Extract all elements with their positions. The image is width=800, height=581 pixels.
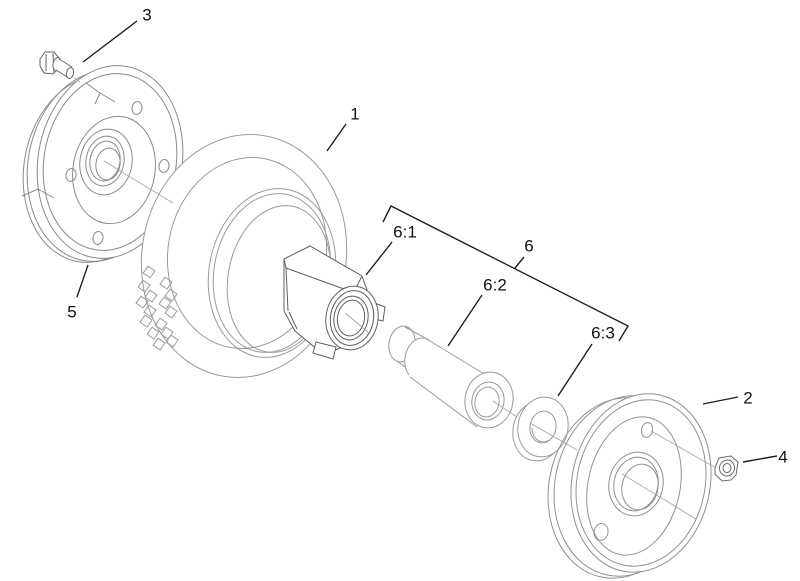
leader-5 xyxy=(76,264,89,298)
callout-label-3: 3 xyxy=(142,5,152,25)
wheel-centerline xyxy=(621,473,697,520)
callout-label-6-1: 6:1 xyxy=(393,222,417,242)
leader-2 xyxy=(702,396,739,405)
callout-label-4: 4 xyxy=(778,447,788,467)
tread-diamond xyxy=(146,326,160,340)
hub-gusset-rib-left xyxy=(21,188,55,199)
part-wheel-half-right xyxy=(547,393,717,579)
part-spacer-sleeve xyxy=(388,325,518,429)
tread-diamond xyxy=(152,337,166,351)
nut-face-ring xyxy=(718,459,736,477)
callout-label-6-2: 6:2 xyxy=(483,275,507,295)
tread-diamond xyxy=(164,305,178,319)
wheel-bore-outer xyxy=(608,451,664,517)
washer-bore-far-edge xyxy=(531,427,550,443)
leader-6-2 xyxy=(447,294,483,347)
callout-label-2: 2 xyxy=(743,388,753,408)
leader-1 xyxy=(326,123,347,152)
callout-label-5: 5 xyxy=(67,302,77,322)
hub-center-boss xyxy=(79,128,133,196)
bolt-centerline xyxy=(73,77,81,83)
callout-label-1: 1 xyxy=(350,104,360,124)
washer-bore xyxy=(529,410,557,444)
hub-bolt-hole-2 xyxy=(158,159,170,173)
bushing-left-facet-edge xyxy=(285,267,298,330)
tread-diamond xyxy=(158,296,172,310)
wheel-rim-inner-line xyxy=(575,399,707,567)
part-hex-bushing xyxy=(283,245,386,360)
tread-diamond xyxy=(143,304,157,318)
tread-diamond xyxy=(144,289,158,303)
tread-diamond xyxy=(139,314,153,328)
hub-centerline xyxy=(103,160,174,204)
bushing-centerline xyxy=(344,312,370,334)
part-wheel-hub-left xyxy=(21,65,184,263)
wheel-bore-far-edge xyxy=(621,463,659,511)
hub-inner-face xyxy=(72,115,156,225)
tread-diamond xyxy=(154,317,168,331)
part-washer xyxy=(512,396,578,462)
wheel-bolt-hole-bottom xyxy=(593,523,609,541)
spacer-centerline xyxy=(492,400,518,418)
tread-diamond xyxy=(137,279,151,293)
part-hex-bolt xyxy=(39,51,81,83)
leader-6 xyxy=(514,256,525,269)
hub-bore-far-edge xyxy=(95,147,121,181)
spacer-bore-inner xyxy=(474,386,500,418)
bushing-flange-ring xyxy=(329,290,375,346)
wheel-bolt-hole-centerline xyxy=(650,430,717,469)
wheel-dished-face xyxy=(586,416,682,556)
leader-6-3 xyxy=(557,343,593,397)
bushing-lug-bottom xyxy=(312,341,337,360)
tread-diamond xyxy=(164,288,178,302)
spacer-end-cap-outer xyxy=(464,371,514,429)
tread-diamond xyxy=(159,276,173,290)
hub-bolt-hole-1 xyxy=(131,101,143,115)
leader-6-1 xyxy=(365,241,393,276)
spacer-bore-outer xyxy=(471,381,505,421)
wheel-bolt-hole-top xyxy=(640,422,654,438)
tire-tread-diamonds xyxy=(135,265,179,351)
leader-3 xyxy=(82,20,138,63)
callout-label-6: 6 xyxy=(524,236,534,256)
tread-diamond xyxy=(165,334,179,348)
bolt-tip xyxy=(65,67,75,79)
hub-bolt-hole-4 xyxy=(92,231,104,245)
group-6-bracket xyxy=(382,205,629,342)
callout-label-6-3: 6:3 xyxy=(591,323,615,343)
nut-bore xyxy=(722,463,732,473)
tread-diamond xyxy=(135,295,149,309)
hub-bore-outer xyxy=(85,135,125,187)
part-hex-nut xyxy=(714,455,739,482)
bushing-bore-inner xyxy=(336,299,366,337)
washer-centerline xyxy=(529,422,578,451)
hub-gusset-rib-top xyxy=(85,82,116,105)
tread-diamond xyxy=(142,265,156,279)
leader-4 xyxy=(742,455,778,463)
callout-leader-lines xyxy=(76,20,778,463)
hub-bolt-hole-3 xyxy=(65,168,77,182)
